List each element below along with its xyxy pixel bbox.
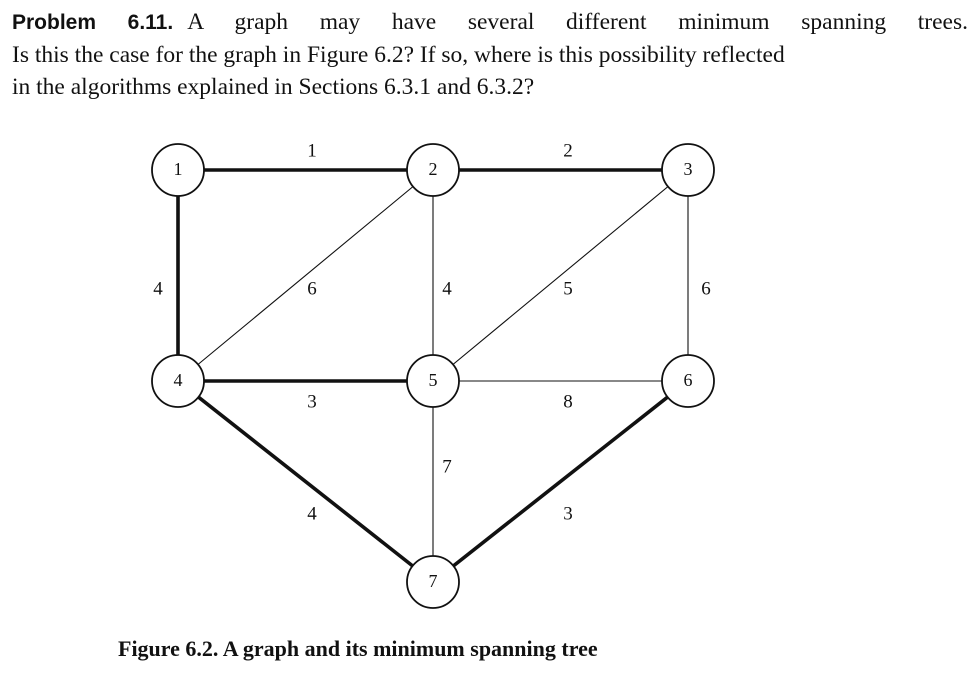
node-6: 6: [661, 354, 715, 408]
node-1: 1: [151, 143, 205, 197]
node-label-5: 5: [429, 370, 438, 390]
graph-edge-weights: 1 2 4 6 4 5 6 3 8 4 7 3: [153, 140, 711, 524]
node-4: 4: [151, 354, 205, 408]
edge-weight-1-4: 4: [153, 278, 163, 299]
node-circle-1: [151, 143, 205, 197]
edge-weight-4-7: 4: [307, 503, 317, 524]
node-circle-6: [661, 354, 715, 408]
edge-weight-3-6: 6: [701, 278, 711, 299]
problem-line-3: in the algorithms explained in Sections …: [12, 74, 535, 100]
node-label-6: 6: [684, 370, 693, 390]
graph-figure: 1 2 4 6 4 5 6 3 8 4 7 3 1 2 3 4 5 6 7: [151, 140, 715, 609]
edge-weight-2-3: 2: [563, 140, 573, 161]
edge-weight-5-6: 8: [563, 391, 573, 412]
problem-statement: Problem 6.11. A graph may have several di…: [12, 6, 968, 103]
edge-6-7: [431, 379, 690, 584]
graph-nodes: 1 2 3 4 5 6 7: [151, 143, 715, 609]
node-circle-7: [406, 555, 460, 609]
node-7: 7: [406, 555, 460, 609]
node-5: 5: [406, 354, 460, 408]
edge-4-7: [176, 379, 435, 584]
node-circle-2: [406, 143, 460, 197]
edge-weight-6-7: 3: [563, 503, 573, 524]
node-2: 2: [406, 143, 460, 197]
edge-3-5: [432, 169, 689, 382]
node-circle-3: [661, 143, 715, 197]
node-label-2: 2: [429, 159, 438, 179]
edge-weight-4-5: 3: [307, 391, 317, 412]
figure-caption: Figure 6.2. A graph and its minimum span…: [118, 636, 598, 661]
node-3: 3: [661, 143, 715, 197]
node-circle-4: [151, 354, 205, 408]
problem-text-1: A graph may have several different minim…: [187, 9, 969, 35]
graph-edges: [176, 168, 690, 584]
node-label-4: 4: [174, 370, 183, 390]
edge-weight-5-7: 7: [442, 456, 452, 477]
problem-label: Problem 6.11.: [12, 11, 174, 34]
edge-weight-2-5: 4: [442, 278, 452, 299]
node-label-3: 3: [684, 159, 693, 179]
problem-line-1: Problem 6.11. A graph may have several di…: [12, 6, 968, 39]
problem-line-2: Is this the case for the graph in Figure…: [12, 42, 785, 68]
edge-weight-1-2: 1: [307, 140, 317, 161]
node-label-1: 1: [174, 159, 183, 179]
edge-weight-3-5: 5: [563, 278, 573, 299]
node-circle-5: [406, 354, 460, 408]
node-label-7: 7: [429, 571, 438, 591]
edge-weight-2-4: 6: [307, 278, 317, 299]
edge-2-4: [177, 169, 434, 382]
